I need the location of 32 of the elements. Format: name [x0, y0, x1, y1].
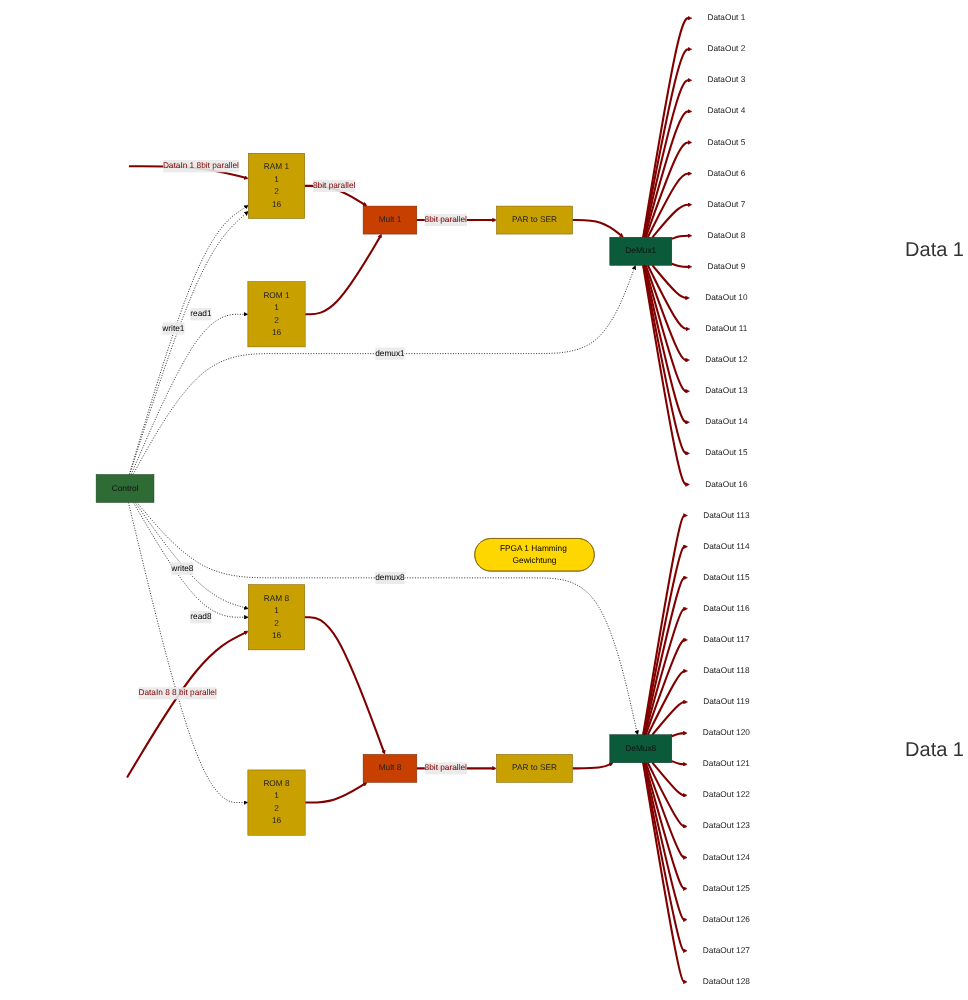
arrow	[642, 265, 690, 425]
arrow	[642, 762, 687, 922]
arrow	[571, 762, 613, 770]
arrow	[650, 699, 688, 736]
arrow	[646, 264, 690, 332]
arrow	[642, 265, 690, 394]
arrow	[303, 616, 385, 755]
arrow	[670, 730, 687, 738]
arrow	[650, 202, 692, 238]
arrow	[642, 762, 687, 891]
arrow	[646, 171, 692, 238]
arrow	[571, 219, 623, 238]
side-label: Data 1	[905, 240, 964, 262]
arrow	[642, 78, 692, 238]
arrow	[644, 762, 687, 860]
arrow	[646, 668, 688, 736]
arrow	[304, 782, 367, 804]
arrow	[304, 233, 382, 316]
arrow	[670, 760, 687, 767]
arrow	[644, 637, 688, 736]
arrow	[650, 264, 690, 301]
arrow	[642, 606, 688, 735]
arrow	[642, 575, 688, 735]
arrow	[670, 233, 692, 240]
arrow	[642, 109, 692, 238]
side-label: Data 1	[905, 740, 964, 762]
arrow	[650, 762, 687, 798]
arrow	[670, 262, 692, 270]
arrow	[646, 762, 687, 829]
arrow	[125, 630, 248, 779]
arrow	[644, 140, 692, 238]
arrow	[644, 264, 690, 363]
